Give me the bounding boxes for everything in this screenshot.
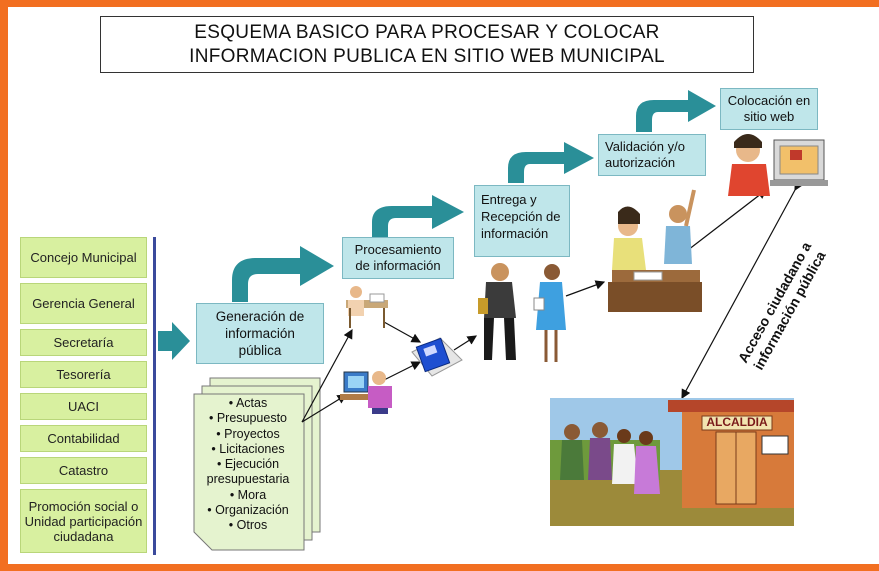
departments-bracket: [153, 237, 156, 555]
input-arrow: [158, 322, 190, 360]
step-arrow-2: [372, 195, 464, 237]
exchange-people-illustration: [478, 263, 566, 362]
document-item: • Licitaciones: [211, 441, 285, 456]
step-arrow-4: [636, 90, 716, 132]
woman-computer-illustration: [340, 371, 392, 414]
clerk-writing-illustration: [346, 286, 388, 328]
step-generacion: Generación de información pública: [196, 303, 324, 364]
document-item: • Organización: [207, 503, 289, 518]
step-colocacion: Colocación en sitio web: [720, 88, 818, 130]
department-secretaria: Secretaría: [20, 329, 147, 356]
step-arrow-1: [232, 246, 334, 302]
document-item: • Ejecución presupuestaria: [206, 457, 290, 487]
step-procesamiento: Procesamiento de información: [342, 237, 454, 279]
title-line-1: ESQUEMA BASICO PARA PROCESAR Y COLOCAR: [194, 22, 660, 43]
document-item: • Proyectos: [216, 426, 280, 441]
alcaldia-sign: ALCALDIA: [706, 415, 768, 429]
department-uaci: UACI: [20, 393, 147, 420]
step-arrow-3: [508, 142, 594, 183]
floppy-disk-illustration: [411, 337, 463, 377]
web-operator-illustration: [728, 134, 828, 196]
frame-bottom-border: [0, 564, 879, 571]
department-tesoreria: Tesorería: [20, 361, 147, 388]
department-catastro: Catastro: [20, 457, 147, 484]
step-validacion: Validación y/o autorización: [598, 134, 706, 176]
diagram-title: ESQUEMA BASICO PARA PROCESAR Y COLOCAR I…: [100, 16, 754, 73]
department-gerencia: Gerencia General: [20, 283, 147, 324]
frame-left-border: [0, 0, 8, 571]
step-entrega-recepcion: Entrega y Recepción de información: [474, 185, 570, 257]
flow-lines: [301, 180, 804, 423]
frame-top-border: [0, 0, 879, 7]
title-line-2: INFORMACION PUBLICA EN SITIO WEB MUNICIP…: [189, 46, 665, 67]
department-contabilidad: Contabilidad: [20, 425, 147, 452]
step-arrows: [232, 90, 716, 302]
document-stack: [193, 377, 321, 551]
meeting-table-illustration: [608, 189, 702, 312]
department-concejo: Concejo Municipal: [20, 237, 147, 278]
alcaldia-scene: [550, 398, 794, 526]
document-item: • Mora: [229, 487, 267, 502]
department-promocion-social: Promoción social o Unidad participación …: [20, 489, 147, 553]
document-item: • Otros: [228, 518, 268, 533]
document-item: • Actas: [228, 396, 268, 410]
documents-list: • Actas • Presupuesto • Proyectos • Lici…: [196, 396, 300, 534]
document-item: • Presupuesto: [208, 411, 288, 426]
